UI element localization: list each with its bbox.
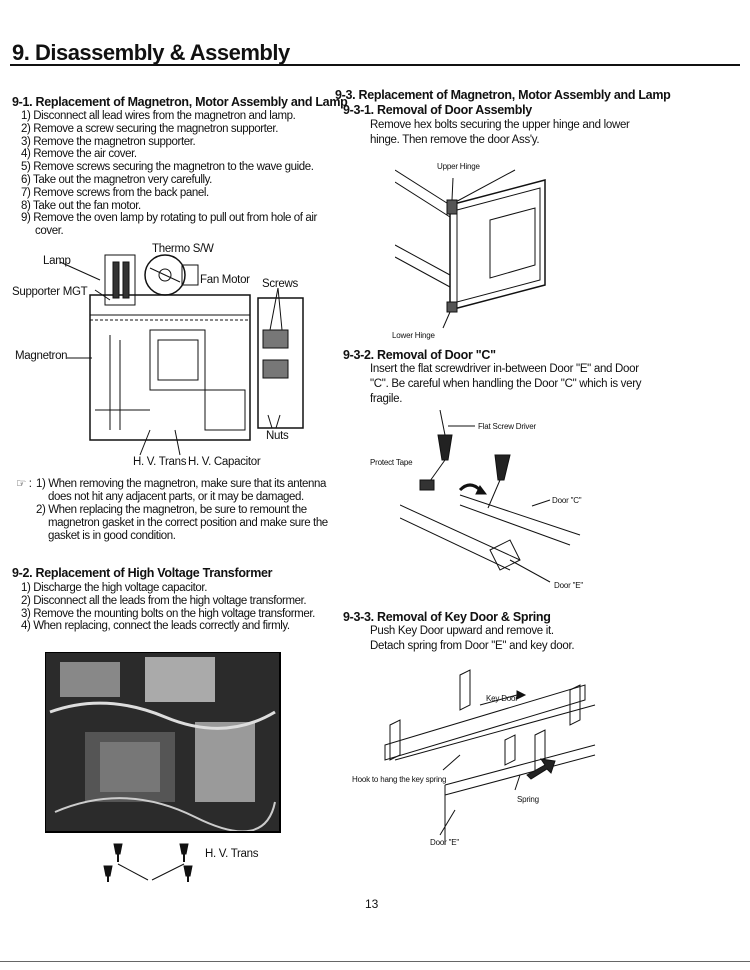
step: 1) Discharge the high voltage capacitor. xyxy=(21,582,208,594)
step: cover. xyxy=(35,225,64,238)
label-upper-hinge: Upper Hinge xyxy=(437,162,480,171)
text-line: Detach spring from Door "E" and key door… xyxy=(370,640,575,652)
note-mark: ☞ : xyxy=(16,478,32,490)
label-hv-trans: H. V. Trans xyxy=(133,456,187,468)
section-9-2-steps: 1) Discharge the high voltage capacitor.… xyxy=(21,582,331,633)
label-flat-screw-driver: Flat Screw Driver xyxy=(478,422,536,431)
label-hook: Hook to hang the key spring xyxy=(352,775,447,784)
page-number: 13 xyxy=(365,897,379,911)
step: 5) Remove screws securing the magnetron … xyxy=(21,161,314,174)
section-9-1-steps: 1) Disconnect all lead wires from the ma… xyxy=(21,110,331,238)
text-line: hinge. Then remove the door Ass'y. xyxy=(370,134,540,146)
label-lower-hinge: Lower Hinge xyxy=(392,331,435,340)
page-title: 9. Disassembly & Assembly xyxy=(12,40,290,65)
text-line: Insert the flat screwdriver in-between D… xyxy=(370,363,639,375)
label-door-e-bottom: Door "E" xyxy=(430,838,459,847)
header-rule xyxy=(10,64,740,66)
label-hv-capacitor: H. V. Capacitor xyxy=(188,456,261,468)
section-9-1-title: 9-1. Replacement of Magnetron, Motor Ass… xyxy=(12,95,348,109)
step: 2) Remove a screw securing the magnetron… xyxy=(21,122,279,135)
label-nuts: Nuts xyxy=(266,430,289,442)
door-assembly-diagram xyxy=(395,169,546,329)
magnetron-diagram xyxy=(59,254,304,456)
label-key-door: Key Door xyxy=(486,694,518,703)
step: 1) Disconnect all lead wires from the ma… xyxy=(21,110,296,122)
hv-transformer-photo xyxy=(45,652,281,833)
step: 4) When replacing, connect the leads cor… xyxy=(21,620,290,633)
section-9-3-3-text: Push Key Door upward and remove it. Deta… xyxy=(370,624,670,654)
note-line: gasket is in good condition. xyxy=(48,530,176,542)
step: 8) Take out the fan motor. xyxy=(21,199,141,212)
note-line: 2) When replacing the magnetron, be sure… xyxy=(36,504,307,516)
text-line: Remove hex bolts securing the upper hing… xyxy=(370,119,630,131)
note-line: magnetron gasket in the correct position… xyxy=(48,517,328,529)
section-9-3-1-title: 9-3-1. Removal of Door Assembly xyxy=(343,103,532,117)
section-9-3-2-text: Insert the flat screwdriver in-between D… xyxy=(370,362,670,407)
label-door-e: Door "E" xyxy=(554,581,583,590)
note-block: 1) When removing the magnetron, make sur… xyxy=(36,478,336,543)
label-supporter: Supporter MGT xyxy=(12,286,88,298)
label-lamp: Lamp xyxy=(43,255,71,267)
section-9-3-1-text: Remove hex bolts securing the upper hing… xyxy=(370,118,670,148)
note-line: 1) When removing the magnetron, make sur… xyxy=(36,478,327,490)
text-line: fragile. xyxy=(370,393,403,405)
step: 3) Remove the mounting bolts on the high… xyxy=(21,607,315,620)
step: 6) Take out the magnetron very carefully… xyxy=(21,173,212,186)
label-screws: Screws xyxy=(262,278,298,290)
text-line: Push Key Door upward and remove it. xyxy=(370,625,554,637)
door-c-diagram xyxy=(400,410,581,583)
label-door-c: Door "C" xyxy=(552,496,582,505)
step: 3) Remove the magnetron supporter. xyxy=(21,135,196,148)
note-line: does not hit any adjacent parts, or it m… xyxy=(48,491,304,503)
section-9-3-title: 9-3. Replacement of Magnetron, Motor Ass… xyxy=(335,88,671,102)
label-fan-motor: Fan Motor xyxy=(200,274,250,286)
section-9-2-title: 9-2. Replacement of High Voltage Transfo… xyxy=(12,566,273,580)
step: 2) Disconnect all the leads from the hig… xyxy=(21,594,307,607)
label-hv-trans-photo: H. V. Trans xyxy=(205,848,259,860)
section-9-3-3-title: 9-3-3. Removal of Key Door & Spring xyxy=(343,610,551,624)
step: 7) Remove screws from the back panel. xyxy=(21,186,209,199)
section-9-3-2-title: 9-3-2. Removal of Door "C" xyxy=(343,348,496,362)
bolt-icons xyxy=(103,843,193,882)
footer-rule xyxy=(0,961,750,962)
step: 4) Remove the air cover. xyxy=(21,148,137,161)
text-line: "C". Be careful when handling the Door "… xyxy=(370,378,642,390)
label-thermo: Thermo S/W xyxy=(152,243,214,255)
label-protect-tape: Protect Tape xyxy=(370,458,413,467)
label-magnetron: Magnetron xyxy=(15,350,68,362)
label-spring: Spring xyxy=(517,795,539,804)
key-door-diagram xyxy=(384,669,596,845)
step: 9) Remove the oven lamp by rotating to p… xyxy=(21,212,317,225)
